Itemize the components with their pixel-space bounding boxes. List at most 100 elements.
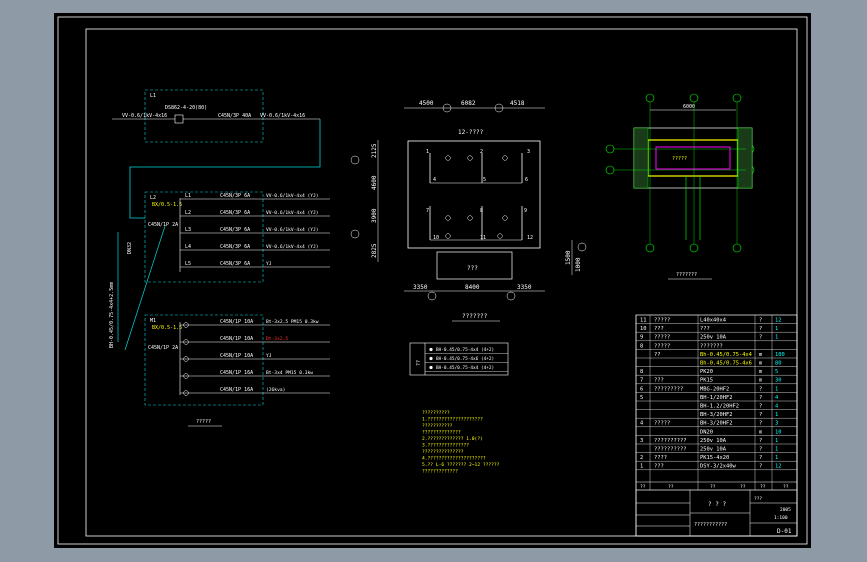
plan-fixture-label: 1 bbox=[426, 149, 429, 155]
table-header-cell: ?? bbox=[760, 484, 766, 490]
plan-socket bbox=[445, 155, 451, 161]
table-cell-name: ????? bbox=[654, 318, 670, 324]
table-cell-name: ????? bbox=[654, 343, 670, 349]
m1-branch-marker bbox=[183, 373, 189, 379]
l1-cable-in: VV-0.6/1kV-4x16 bbox=[122, 113, 167, 119]
title-block: ? ? ? ??????????? ??? 2005 1:100 D-01 bbox=[635, 489, 798, 537]
table-cell-spec: PK15 bbox=[700, 378, 713, 384]
l1-feeder-label: C45N/3P 40A bbox=[218, 113, 251, 119]
table-header-cell: ?? bbox=[640, 484, 646, 490]
table-cell-no: 11 bbox=[640, 318, 647, 324]
l2-branch-breaker: C45N/3P 6A bbox=[220, 193, 250, 199]
table-header-cell: ?? bbox=[740, 484, 746, 490]
table-cell-qty: 12 bbox=[775, 464, 782, 470]
table-cell-qty: 4 bbox=[775, 404, 778, 410]
table-cell-qty: 1 bbox=[775, 455, 778, 461]
l2-branch-cable: YJ bbox=[266, 261, 272, 267]
l2-main-breaker: C45N/1P 2A bbox=[148, 222, 178, 228]
table-cell-unit: m bbox=[759, 361, 762, 367]
design-note-line: ??????????????? bbox=[422, 449, 464, 455]
table-cell-name: ?????????? bbox=[654, 438, 686, 444]
plan-legend-title: ?? bbox=[416, 360, 422, 366]
table-cell-unit: ? bbox=[759, 447, 762, 453]
design-note-line: ??????????? bbox=[422, 423, 453, 429]
l2-branch-cable: VV-0.6/1kV-4x4 (YJ) bbox=[266, 210, 319, 216]
plan-fixture-label: 9 bbox=[524, 208, 527, 214]
material-table-header: ???????????? bbox=[636, 481, 797, 490]
plan-socket bbox=[502, 215, 508, 221]
title-block-date: 2005 bbox=[780, 507, 791, 513]
design-note-line: 4.????????????????????? bbox=[422, 456, 486, 462]
l2-branch-label: L2 bbox=[185, 210, 191, 216]
table-cell-name: ??? bbox=[654, 464, 664, 470]
table-cell-qty: 100 bbox=[775, 352, 785, 358]
table-cell-spec: L40x40x4 bbox=[700, 318, 726, 324]
table-cell-no: 1 bbox=[640, 464, 643, 470]
table-cell-name: ????? bbox=[654, 335, 670, 341]
table-cell-qty: 1 bbox=[775, 326, 778, 332]
table-cell-qty: 3 bbox=[775, 421, 778, 427]
m1-branch-breaker: C45N/1P 10A bbox=[220, 353, 253, 359]
foundation-core bbox=[655, 146, 731, 170]
table-cell-no: 4 bbox=[640, 421, 643, 427]
table-cell-name: ??? bbox=[654, 326, 664, 332]
plan-building-outline bbox=[407, 140, 541, 249]
table-cell-unit: ? bbox=[759, 455, 762, 461]
plan-socket bbox=[502, 155, 508, 161]
l2-branch-label: L5 bbox=[185, 261, 191, 267]
table-cell-spec: ??????? bbox=[700, 343, 723, 349]
l2-branch-cable: VV-0.6/1kV-4x4 (YJ) bbox=[266, 193, 319, 199]
plan-fixture-label: 11 bbox=[480, 235, 486, 241]
plan-socket bbox=[497, 233, 503, 239]
m1-branch-marker bbox=[183, 322, 189, 328]
l2-branch-label: L3 bbox=[185, 227, 191, 233]
plan-legend-marker bbox=[429, 356, 433, 361]
title-block-scale: 1:100 bbox=[774, 515, 788, 521]
l2-box-label: L2 bbox=[150, 195, 156, 201]
m1-branch-cable: Bt-3x2.5 bbox=[266, 336, 288, 342]
trunk-cable-line bbox=[124, 225, 166, 351]
table-cell-qty: 1 bbox=[775, 447, 778, 453]
table-cell-unit: m bbox=[759, 429, 762, 435]
table-cell-unit: ? bbox=[759, 386, 762, 392]
inner-frame bbox=[85, 28, 798, 537]
l2-branch-label: L1 bbox=[185, 193, 191, 199]
design-note-line: 2.????????????? 1.0(?) bbox=[422, 436, 483, 442]
plan-top-label: 12-???? bbox=[458, 129, 484, 136]
design-note-line: ????????????? bbox=[422, 469, 458, 475]
plan-right-dim-2: 1000 bbox=[575, 257, 582, 272]
table-cell-name: ????? bbox=[654, 421, 670, 427]
l1-box-label: L1 bbox=[150, 93, 156, 99]
design-note-line: 5.?? L-6 ??????? 2~12 ?????? bbox=[422, 462, 500, 468]
table-cell-spec: DSY-3/2x40w bbox=[700, 464, 736, 470]
m1-branch-breaker: C45N/1P 16A bbox=[220, 387, 253, 393]
title-block-sheet: D-01 bbox=[777, 528, 792, 535]
plan-legend-marker bbox=[429, 347, 433, 352]
plan-fixture-label: 10 bbox=[433, 235, 439, 241]
plan-legend-rows: BH-0.45/0.75-4x4 (4+2)BH-0.45/0.75-4x6 (… bbox=[425, 347, 508, 372]
l2-branch-breaker: C45N/3P 6A bbox=[220, 244, 250, 250]
table-cell-unit: ? bbox=[759, 326, 762, 332]
l2-note: BX/0.5-1.5 bbox=[152, 202, 182, 208]
plan-annex-label: ??? bbox=[467, 265, 478, 272]
table-cell-qty: 1 bbox=[775, 386, 778, 392]
foundation-inner-label: ????? bbox=[672, 156, 687, 162]
plan-socket bbox=[445, 215, 451, 221]
foundation-hatch-right bbox=[737, 127, 753, 189]
table-cell-spec: Bh-0.45/0.75-4x6 bbox=[700, 361, 752, 367]
table-cell-unit: ? bbox=[759, 404, 762, 410]
table-cell-no: 10 bbox=[640, 326, 647, 332]
table-cell-qty: 1 bbox=[775, 438, 778, 444]
foundation-top-dim-label: 6000 bbox=[683, 104, 695, 110]
table-cell-spec: ??? bbox=[700, 326, 710, 332]
outer-frame bbox=[57, 16, 808, 545]
m1-branch-cable: (26kva) bbox=[266, 387, 285, 393]
trunk-cable-label: BH-0.45/0.75-4x4+2.5mm bbox=[109, 282, 115, 348]
plan-axis-marker bbox=[442, 103, 452, 113]
table-cell-spec: Bh-0.45/0.75-4x4 bbox=[700, 352, 752, 358]
table-cell-spec: 250v 10A bbox=[700, 447, 727, 453]
trunk-cable-short: DN32 bbox=[127, 242, 133, 254]
plan-socket bbox=[445, 233, 451, 239]
